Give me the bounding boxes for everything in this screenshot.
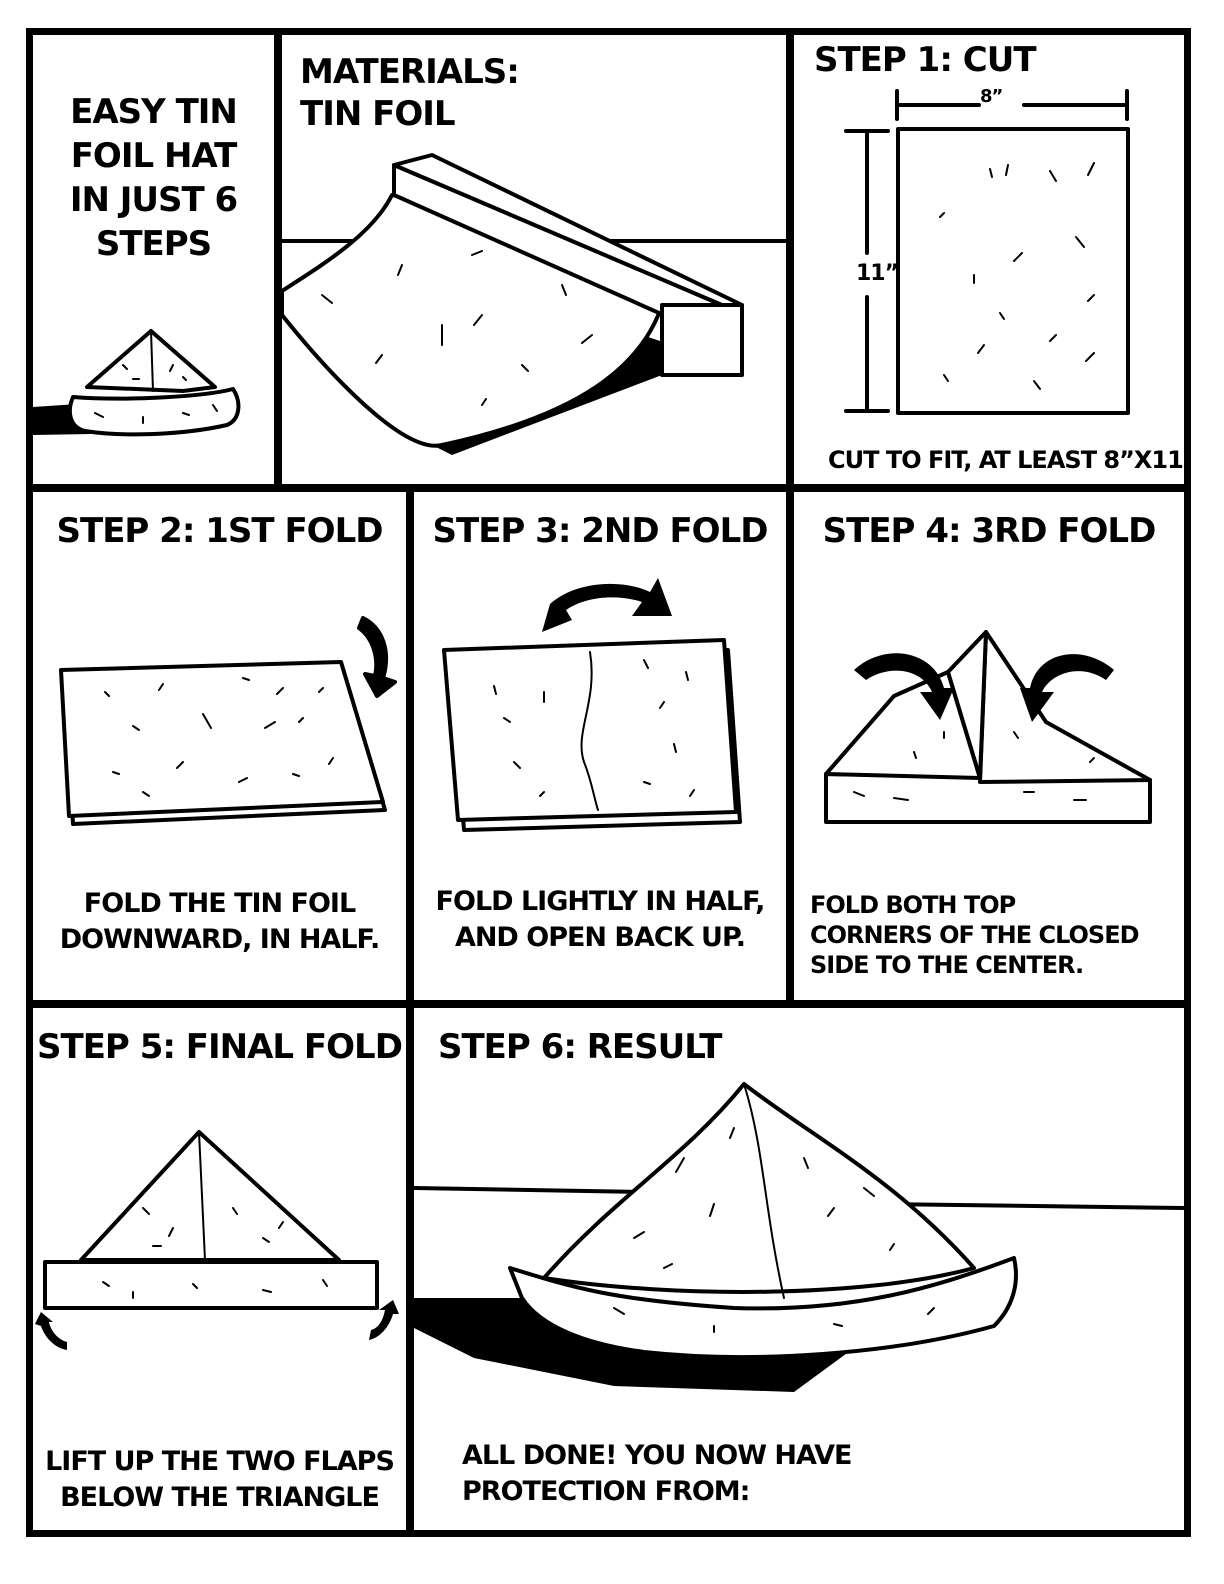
panel-step3: STEP 3: 2ND FOLD FOLD LIGHTLY IN HALF, A… [407, 485, 793, 1007]
step1-title: STEP 1: CUT [814, 41, 1036, 80]
panel-step5: STEP 5: FINAL FOLD LIFT UP THE TWO FLAPS… [26, 1001, 413, 1537]
step6-caption-line-1: ALL DONE! YOU NOW HAVE [462, 1440, 851, 1471]
intro-title-line-3: IN JUST 6 [33, 181, 274, 220]
step4-caption-line-1: FOLD BOTH TOP [810, 892, 1015, 920]
panel-step4: STEP 4: 3RD FOLD FOLD BOTH TOP CORNERS O… [787, 485, 1191, 1007]
step1-caption: CUT TO FIT, AT LEAST 8”X11” [828, 447, 1191, 475]
panel-intro: EASY TIN FOIL HAT IN JUST 6 STEPS [26, 28, 281, 491]
step5-caption-line-2: BELOW THE TRIANGLE [33, 1482, 406, 1513]
step4-title: STEP 4: 3RD FOLD [794, 512, 1184, 551]
step6-caption-line-2: PROTECTION FROM: [462, 1476, 749, 1507]
materials-title-line-1: MATERIALS: [300, 53, 519, 92]
step5-caption-line-1: LIFT UP THE TWO FLAPS [33, 1446, 406, 1477]
step2-caption-line-1: FOLD THE TIN FOIL [33, 888, 406, 919]
step6-title: STEP 6: RESULT [438, 1028, 721, 1067]
panel-step2: STEP 2: 1ST FOLD FOLD THE TIN FOIL DOWNW… [26, 485, 413, 1007]
panel-step1: STEP 1: CUT 8” 11” CUT TO FIT, AT LEAST … [787, 28, 1191, 491]
step3-caption-line-1: FOLD LIGHTLY IN HALF, [414, 886, 786, 917]
step3-title: STEP 3: 2ND FOLD [414, 512, 786, 551]
intro-title-line-1: EASY TIN [33, 93, 274, 132]
step4-caption-line-3: SIDE TO THE CENTER. [810, 952, 1083, 980]
materials-title-line-2: TIN FOIL [300, 95, 455, 134]
step2-title: STEP 2: 1ST FOLD [33, 512, 406, 551]
step5-title: STEP 5: FINAL FOLD [33, 1028, 406, 1067]
step4-caption-line-2: CORNERS OF THE CLOSED [810, 922, 1139, 950]
step2-caption-line-2: DOWNWARD, IN HALF. [33, 924, 406, 955]
intro-title-line-4: STEPS [33, 225, 274, 264]
panel-materials: MATERIALS: TIN FOIL [275, 28, 793, 491]
step1-width-label: 8” [980, 87, 1002, 108]
step3-caption-line-2: AND OPEN BACK UP. [414, 922, 786, 953]
panel-step6: STEP 6: RESULT ALL DONE! YOU NOW HAVE PR… [407, 1001, 1191, 1537]
step1-height-label: 11” [856, 261, 898, 286]
intro-title-line-2: FOIL HAT [33, 137, 274, 176]
